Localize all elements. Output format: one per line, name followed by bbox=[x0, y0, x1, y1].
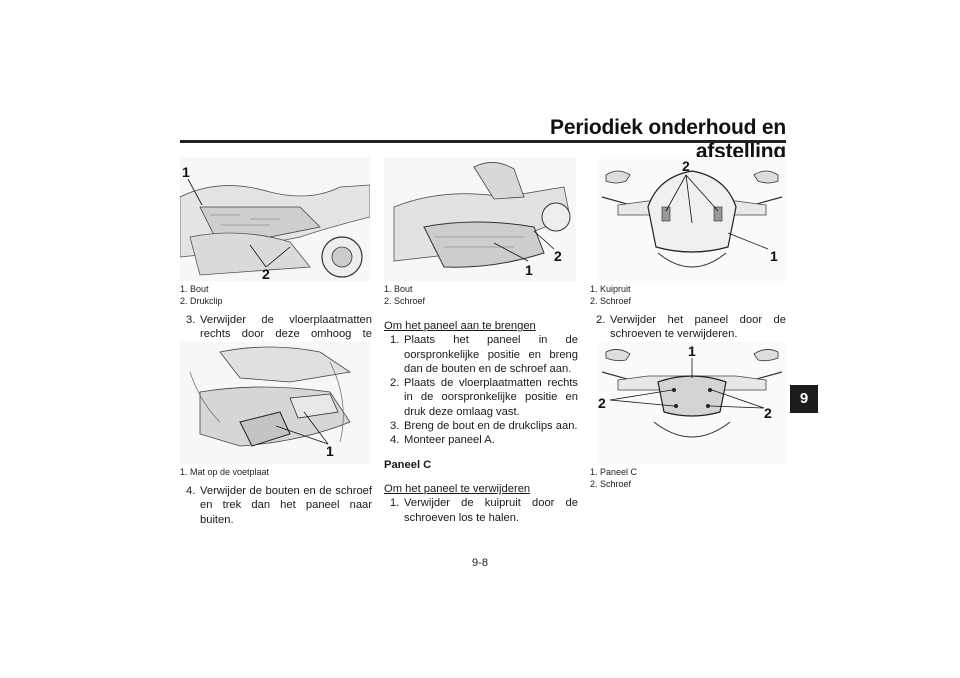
figure-legend: 1. Kuipruit 2. Schroef bbox=[590, 283, 786, 307]
callout-1: 1 bbox=[688, 343, 696, 359]
step-text: Plaats het paneel in de oorspronkelijke … bbox=[404, 334, 578, 375]
figure-legend: 1. Bout 2. Drukclip bbox=[180, 283, 372, 307]
step-text: Monteer paneel A. bbox=[404, 434, 495, 447]
figure-windshield: 2 1 bbox=[598, 157, 786, 281]
figure-windshield-svg: 2 1 bbox=[598, 157, 786, 281]
instruction-step: 4. Verwijder de bouten en de schroef en t… bbox=[180, 484, 372, 527]
step-number: 2. bbox=[596, 314, 606, 326]
step-number: 3. bbox=[186, 314, 196, 326]
figure-legend: 1. Mat op de voetplaat bbox=[180, 466, 372, 478]
callout-2: 2 bbox=[598, 395, 606, 411]
step-number: 2. bbox=[390, 377, 400, 390]
step-number: 4. bbox=[390, 434, 400, 447]
callout-2: 2 bbox=[554, 248, 562, 264]
callout-2: 2 bbox=[262, 266, 270, 281]
figure-panel-c: 1 2 2 bbox=[598, 342, 786, 464]
figure-footboard-svg: 1 2 bbox=[180, 157, 370, 281]
step-number: 1. bbox=[390, 497, 400, 510]
step-number: 1. bbox=[390, 334, 400, 347]
figure-footboard-mat: 1 bbox=[180, 342, 370, 464]
step-number: 4. bbox=[186, 485, 196, 497]
callout-1: 1 bbox=[182, 164, 190, 180]
legend-item: 1. Bout bbox=[384, 284, 413, 294]
figure-side-panel-svg: 1 2 bbox=[384, 157, 576, 281]
instruction-step: 2. Verwijder het paneel door de schroeven… bbox=[590, 313, 786, 342]
chapter-tab: 9 bbox=[790, 385, 818, 413]
legend-item: 2. Schroef bbox=[590, 296, 632, 306]
page-number: 9-8 bbox=[472, 557, 488, 569]
panel-heading: Paneel C bbox=[384, 458, 432, 471]
figure-footboard-bolt-clip: 1 2 bbox=[180, 157, 370, 281]
callout-2: 2 bbox=[764, 405, 772, 421]
legend-item: 1. Mat op de voetplaat bbox=[180, 467, 270, 477]
callout-1: 1 bbox=[326, 443, 334, 459]
step-text: Plaats de vloerplaatmatten rechts in de … bbox=[404, 377, 578, 418]
remove-heading: Om het paneel te verwijderen bbox=[384, 482, 531, 495]
legend-item: 2. Schroef bbox=[384, 296, 426, 306]
figure-panel-c-svg: 1 2 2 bbox=[598, 342, 786, 464]
figure-legend: 1. Paneel C 2. Schroef bbox=[590, 466, 786, 490]
figure-side-panel: 1 2 bbox=[384, 157, 576, 281]
legend-item: 2. Drukclip bbox=[180, 296, 223, 306]
legend-item: 2. Schroef bbox=[590, 479, 632, 489]
legend-item: 1. Bout bbox=[180, 284, 209, 294]
step-number: 3. bbox=[390, 420, 400, 433]
legend-item: 1. Paneel C bbox=[590, 467, 638, 477]
step-text: Breng de bout en de drukclips aan. bbox=[404, 420, 578, 433]
step-text: Verwijder het paneel door de schroeven t… bbox=[610, 314, 786, 341]
install-section: Om het paneel aan te brengen 1. Plaats he… bbox=[384, 319, 578, 525]
figure-legend: 1. Bout 2. Schroef bbox=[384, 283, 578, 307]
step-text: Verwijder de bouten en de schroef en tre… bbox=[200, 485, 372, 526]
legend-item: 1. Kuipruit bbox=[590, 284, 631, 294]
header-rule bbox=[180, 140, 786, 143]
callout-1: 1 bbox=[525, 262, 533, 278]
figure-mat-svg: 1 bbox=[180, 342, 370, 464]
step-text: Verwijder de kuipruit door de schroeven … bbox=[404, 497, 578, 524]
callout-2: 2 bbox=[682, 158, 690, 174]
install-heading: Om het paneel aan te brengen bbox=[384, 320, 536, 332]
callout-1: 1 bbox=[770, 248, 778, 264]
